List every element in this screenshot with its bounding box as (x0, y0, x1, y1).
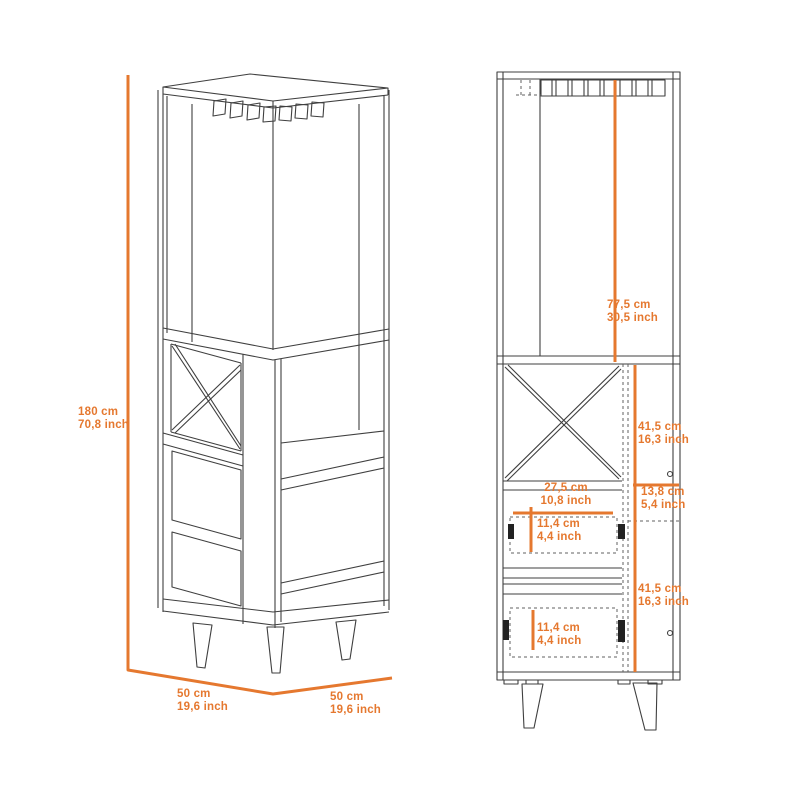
dim-label-height: 180 cm 70,8 inch (78, 406, 130, 431)
dim-label-upper-drawer-height: 11,4 cm 4,4 inch (537, 518, 582, 543)
lower-door-knob (666, 629, 674, 637)
hinges (503, 524, 625, 642)
hutch-posts (166, 96, 360, 430)
right-edge (383, 90, 390, 610)
dim-label-side-door-width: 13,8 cm 5,4 inch (641, 486, 686, 511)
dim-label-depth-left: 50 cm 19,6 inch (177, 688, 229, 713)
left-edge (157, 90, 164, 612)
lower-drawer-outline (509, 607, 618, 658)
front-elevation-view (496, 71, 681, 731)
dim-label-lower-section-height: 41,5 cm 16,3 inch (638, 583, 690, 608)
base-band (162, 598, 390, 626)
upper-drawer-front (171, 450, 242, 540)
front-legs (521, 682, 658, 731)
stemware-rack-front (540, 79, 666, 97)
dim-label-drawer-width: 27,5 cm 10,8 inch (540, 482, 592, 507)
dim-label-lower-drawer-height: 11,4 cm 4,4 inch (537, 622, 582, 647)
x-wine-rack-front (503, 364, 622, 491)
upper-door-knob (666, 470, 674, 478)
corner-post (242, 354, 282, 628)
outer-frame (496, 71, 681, 681)
perspective-dimension-lines (126, 75, 393, 696)
left-shelf-band (162, 432, 244, 467)
perspective-view (157, 73, 390, 674)
right-shelves (280, 430, 385, 595)
height-dimension-line (126, 75, 393, 696)
top-panel (162, 73, 389, 109)
front-dimension-lines (513, 80, 679, 672)
front-hidden-lines (509, 80, 680, 672)
legs (192, 619, 357, 674)
lower-drawer-front (171, 531, 242, 607)
dim-label-wine-rack-height: 41,5 cm 16,3 inch (638, 421, 690, 446)
dim-label-hutch-height: 77,5 cm 30,5 inch (607, 299, 659, 324)
dim-label-depth-right: 50 cm 19,6 inch (330, 691, 382, 716)
hutch-floor (162, 327, 390, 361)
stemware-rack (212, 98, 325, 123)
x-wine-rack (170, 343, 242, 452)
